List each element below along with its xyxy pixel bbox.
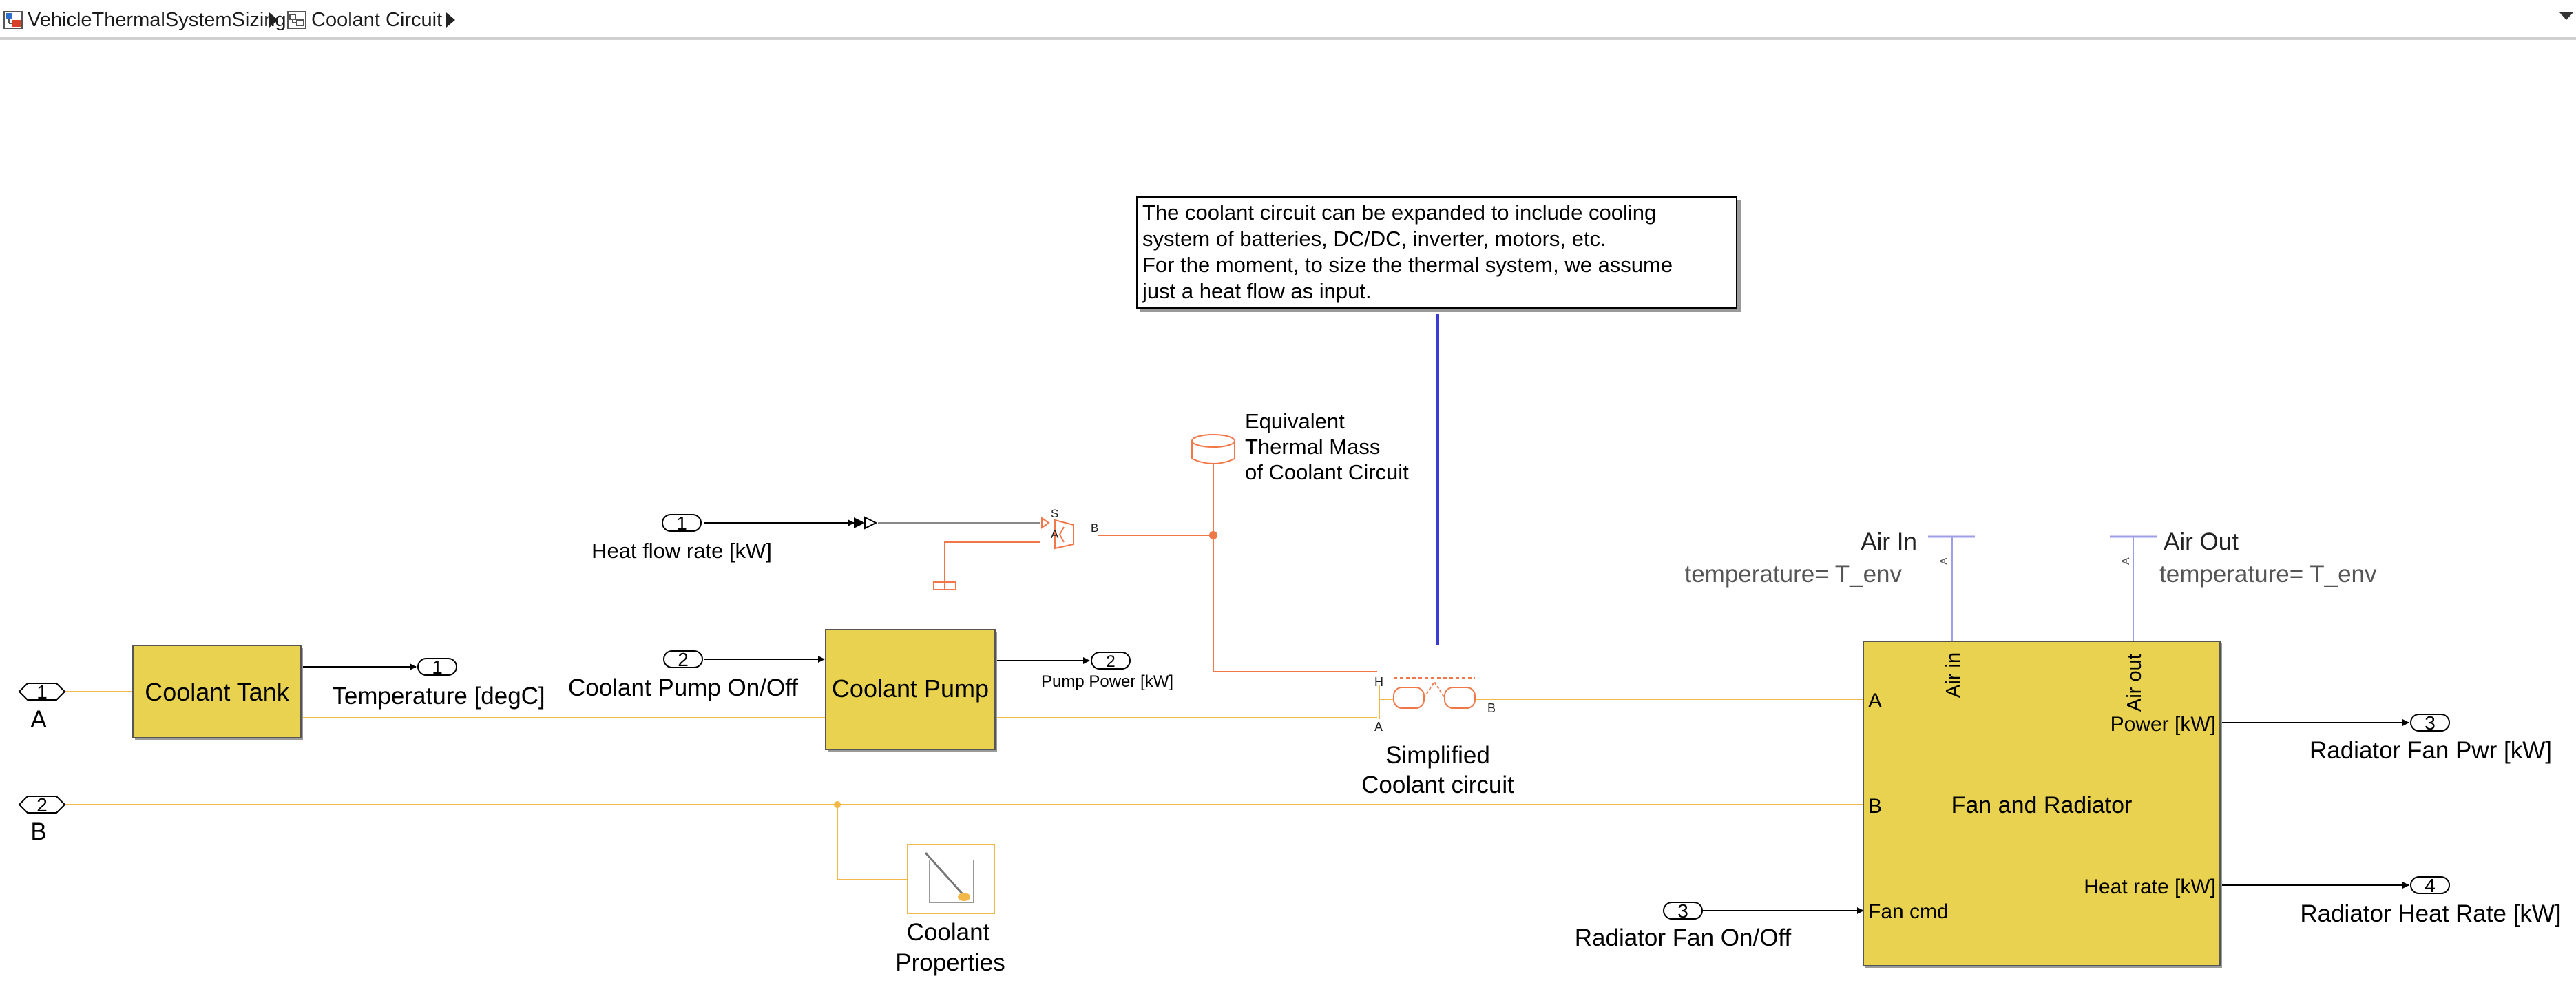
junction-dot bbox=[834, 801, 841, 808]
model-canvas[interactable]: Coolant Tank Coolant Pump Fan and Radiat… bbox=[0, 40, 2576, 980]
breadcrumb-chevron-icon bbox=[269, 12, 278, 28]
air-out-param: temperature= T_env bbox=[2159, 561, 2377, 588]
outport-number: 4 bbox=[2425, 875, 2436, 896]
port-b-label: B bbox=[1091, 521, 1098, 535]
inport-label: Heat flow rate [kW] bbox=[591, 539, 772, 563]
coolant-tank-block[interactable]: Coolant Tank bbox=[132, 645, 303, 740]
subsystem-icon bbox=[287, 11, 306, 29]
simplified-circuit-block[interactable]: H A B Simplified Coolant circuit bbox=[1361, 675, 1514, 798]
port-heat-rate-label: Heat rate [kW] bbox=[2084, 876, 2216, 898]
connport-b[interactable]: 2 B bbox=[18, 794, 66, 845]
breadcrumb-chevron-icon bbox=[446, 12, 455, 28]
fan-radiator-label: Fan and Radiator bbox=[1951, 792, 2133, 818]
port-a-label: A bbox=[1868, 690, 1882, 712]
toolbar: VehicleThermalSystemSizing Coolant Circu… bbox=[0, 0, 2576, 40]
diagram: Coolant Tank Coolant Pump Fan and Radiat… bbox=[18, 314, 2562, 976]
outport-label: Radiator Fan Pwr [kW] bbox=[2310, 737, 2552, 764]
port-power-label: Power [kW] bbox=[2111, 713, 2216, 736]
inport-fan-cmd[interactable]: 3 Radiator Fan On/Off bbox=[1575, 900, 1792, 951]
fan-radiator-block[interactable]: Fan and Radiator A B Fan cmd Power [kW] … bbox=[1863, 641, 2222, 968]
port-a-label: A bbox=[1051, 528, 1059, 541]
annotation-line: The coolant circuit can be expanded to i… bbox=[1142, 200, 1657, 225]
port-b-label: B bbox=[1868, 795, 1882, 818]
annotation-line: For the moment, to size the thermal syst… bbox=[1142, 253, 1673, 277]
inport-pump-cmd[interactable]: 2 Coolant Pump On/Off bbox=[568, 649, 798, 701]
air-in-label: Air In bbox=[1861, 528, 1917, 555]
liquid-wires bbox=[65, 691, 1863, 880]
thermal-wires bbox=[944, 455, 1377, 672]
port-s-label: S bbox=[1051, 507, 1058, 520]
coolant-properties-block[interactable]: Coolant Properties bbox=[895, 844, 1005, 976]
outport-number: 3 bbox=[2425, 712, 2436, 734]
outport-temperature[interactable]: 1 Temperature [degC] bbox=[332, 656, 545, 710]
model-icon bbox=[3, 11, 23, 29]
coolant-properties-label: Properties bbox=[895, 949, 1005, 976]
simplified-circuit-label: Simplified bbox=[1385, 742, 1490, 769]
connport-label: B bbox=[30, 818, 46, 845]
connport-label: A bbox=[30, 706, 47, 733]
signal-converter-icon[interactable] bbox=[854, 516, 878, 530]
air-out-block[interactable]: A Air Out temperature= T_env bbox=[2110, 528, 2377, 588]
port-b-label: B bbox=[1487, 701, 1496, 715]
inport-number: 3 bbox=[1677, 900, 1688, 922]
thermal-mass-label: of Coolant Circuit bbox=[1245, 460, 1409, 484]
inport-heat-flow[interactable]: 1 Heat flow rate [kW] bbox=[591, 513, 772, 563]
port-a-label: A bbox=[1938, 557, 1950, 565]
annotation-line: system of batteries, DC/DC, inverter, mo… bbox=[1142, 227, 1606, 251]
thermal-reference-icon[interactable] bbox=[933, 581, 956, 590]
port-h-label: H bbox=[1374, 675, 1383, 689]
outport-fan-power[interactable]: 3 Radiator Fan Pwr [kW] bbox=[2310, 712, 2552, 764]
inport-number: 2 bbox=[678, 649, 689, 670]
thermal-mass-label: Thermal Mass bbox=[1245, 435, 1380, 459]
air-in-param: temperature= T_env bbox=[1684, 561, 1902, 588]
port-a-label: A bbox=[1374, 720, 1383, 734]
connport-a[interactable]: 1 A bbox=[18, 681, 66, 733]
coolant-pump-block[interactable]: Coolant Pump bbox=[825, 629, 997, 752]
coolant-pump-label: Coolant Pump bbox=[832, 674, 989, 703]
port-fan-cmd-label: Fan cmd bbox=[1868, 900, 1949, 923]
connport-number: 1 bbox=[36, 681, 48, 703]
breadcrumb-item-model[interactable]: VehicleThermalSystemSizing bbox=[3, 6, 286, 34]
annotation-note[interactable]: The coolant circuit can be expanded to i… bbox=[1136, 196, 1737, 309]
port-a-label: A bbox=[2120, 557, 2132, 565]
outport-label: Pump Power [kW] bbox=[1041, 672, 1173, 691]
outport-number: 1 bbox=[432, 656, 443, 678]
outport-pump-power[interactable]: 2 Pump Power [kW] bbox=[1041, 652, 1173, 691]
outport-heat-rate[interactable]: 4 Radiator Heat Rate [kW] bbox=[2300, 875, 2561, 927]
inport-number: 1 bbox=[676, 513, 687, 534]
inport-label: Coolant Pump On/Off bbox=[568, 674, 798, 701]
thermal-mass-block[interactable]: Equivalent Thermal Mass of Coolant Circu… bbox=[1191, 409, 1409, 484]
breadcrumb-label: VehicleThermalSystemSizing bbox=[28, 8, 286, 31]
outport-number: 2 bbox=[1106, 652, 1115, 671]
outport-label: Temperature [degC] bbox=[332, 683, 545, 710]
signal-wires bbox=[303, 519, 2409, 914]
breadcrumb-label: Coolant Circuit bbox=[311, 8, 443, 31]
inport-label: Radiator Fan On/Off bbox=[1575, 924, 1792, 951]
connport-number: 2 bbox=[36, 794, 48, 816]
collapse-icon[interactable] bbox=[2559, 12, 2573, 20]
junction-dot bbox=[1209, 531, 1217, 539]
outport-label: Radiator Heat Rate [kW] bbox=[2300, 900, 2561, 927]
air-out-label: Air Out bbox=[2164, 528, 2239, 555]
annotation-line: just a heat flow as input. bbox=[1142, 279, 1372, 303]
breadcrumb-item-subsystem[interactable]: Coolant Circuit bbox=[286, 6, 442, 34]
coolant-tank-label: Coolant Tank bbox=[145, 678, 289, 706]
thermal-mass-label: Equivalent bbox=[1245, 409, 1345, 433]
port-air-out-label: Air out bbox=[2124, 654, 2146, 712]
air-wires bbox=[1951, 537, 2134, 641]
air-in-block[interactable]: A Air In temperature= T_env bbox=[1684, 528, 1975, 588]
heat-source-block[interactable]: S A B bbox=[1041, 507, 1098, 550]
port-air-in-label: Air in bbox=[1943, 652, 1965, 698]
simplified-circuit-label: Coolant circuit bbox=[1361, 772, 1514, 798]
coolant-properties-label: Coolant bbox=[907, 919, 990, 946]
